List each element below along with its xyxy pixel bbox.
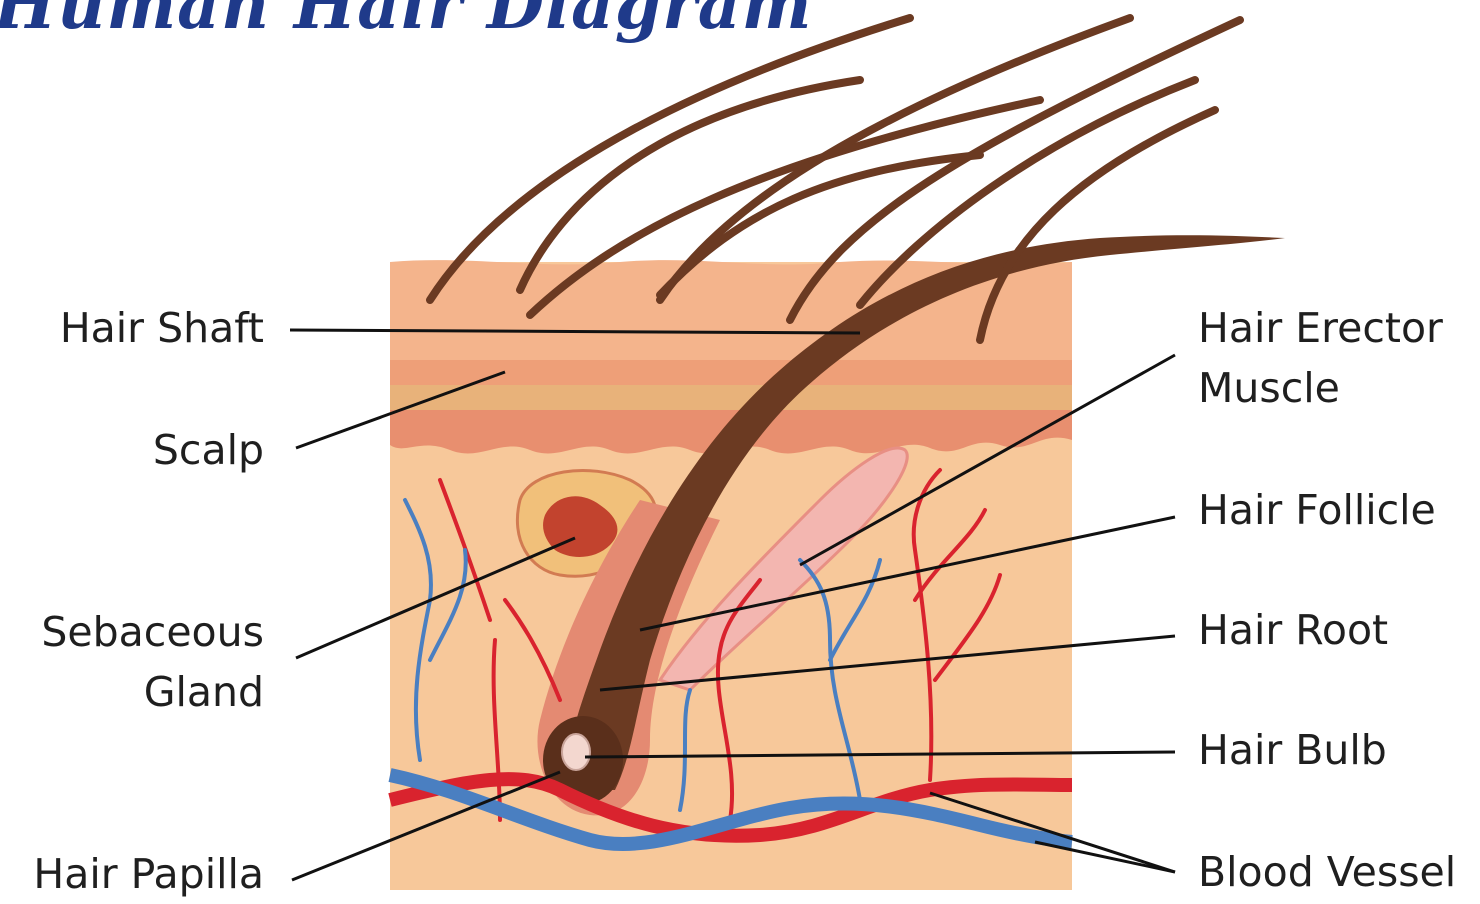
label-hair-erector-muscle-line1: Hair Erector (1198, 298, 1443, 358)
hair-papilla-shape (562, 734, 590, 770)
label-blood-vessel: Blood Vessel (1198, 842, 1456, 902)
label-sebaceous-gland-line2: Gland (41, 662, 264, 722)
label-scalp: Scalp (153, 420, 264, 480)
label-sebaceous-gland: Sebaceous Gland (41, 602, 264, 722)
label-sebaceous-gland-line1: Sebaceous (41, 602, 264, 662)
label-hair-follicle: Hair Follicle (1198, 480, 1436, 540)
label-hair-papilla: Hair Papilla (33, 844, 264, 904)
label-hair-root: Hair Root (1198, 600, 1388, 660)
label-hair-erector-muscle: Hair Erector Muscle (1198, 298, 1443, 418)
scalp-band-middle (390, 385, 1072, 410)
label-hair-shaft: Hair Shaft (60, 298, 264, 358)
scalp-band-upper (390, 360, 1072, 385)
label-hair-erector-muscle-line2: Muscle (1198, 358, 1443, 418)
label-hair-bulb: Hair Bulb (1198, 720, 1387, 780)
